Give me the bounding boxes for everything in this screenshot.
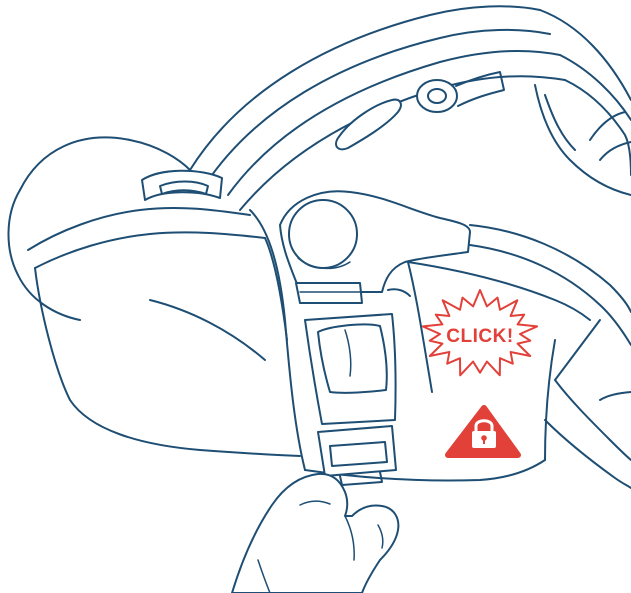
latch-mechanism bbox=[280, 191, 470, 303]
click-label: CLICK! bbox=[446, 326, 513, 347]
hand-illustration bbox=[232, 474, 398, 593]
seat-shell-left bbox=[8, 137, 300, 456]
latch-connector bbox=[305, 314, 396, 485]
carry-handle bbox=[190, 6, 565, 210]
lock-warning-icon bbox=[448, 408, 518, 455]
click-burst: CLICK! bbox=[423, 290, 537, 375]
seat-shell-right bbox=[470, 10, 631, 488]
